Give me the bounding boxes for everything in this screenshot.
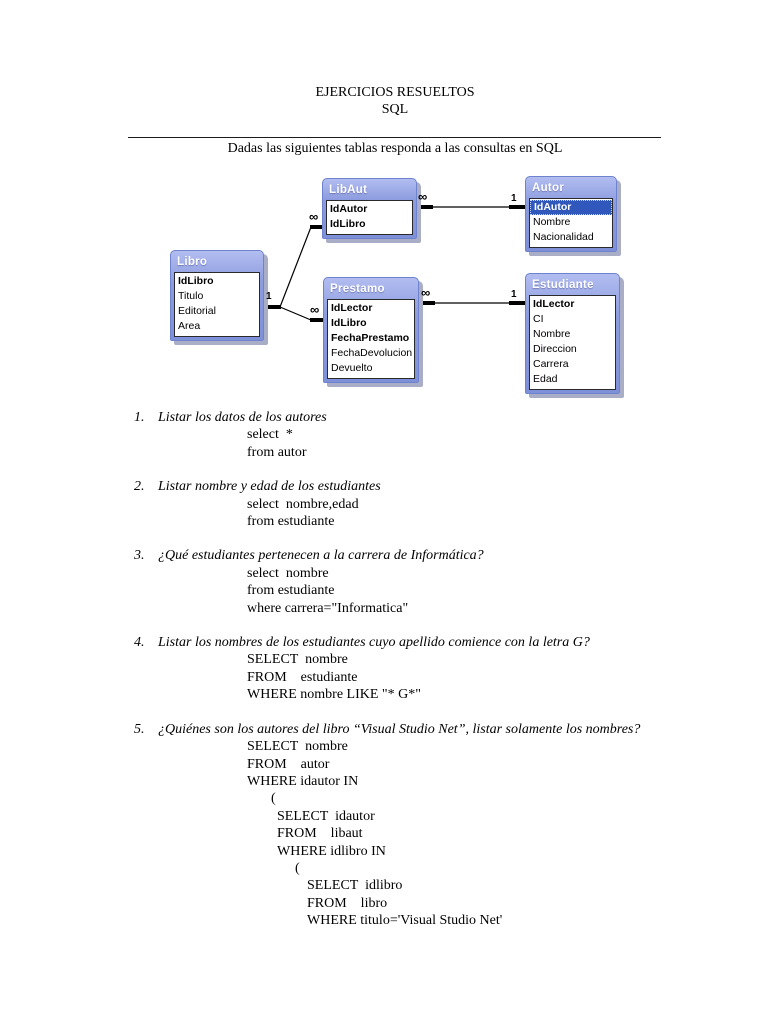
exercise-question: ¿Quiénes son los autores del libro “Visu… <box>158 721 641 737</box>
field-titulo: Titulo <box>178 290 204 302</box>
sql-line: WHERE idlibro IN <box>277 843 386 859</box>
sql-line: WHERE idautor IN <box>247 773 359 789</box>
exercise-item: 5. ¿Quiénes son los autores del libro “Vi… <box>134 721 694 930</box>
field-idlibro: IdLibro <box>330 218 366 230</box>
table-libro-title: Libro <box>177 256 208 268</box>
sql-line: where carrera="Informatica" <box>247 600 409 616</box>
sql-line: FROM libro <box>307 895 388 911</box>
field-fechadevolucion: FechaDevolucion <box>331 347 413 359</box>
sql-line: FROM autor <box>247 756 330 772</box>
exercise-question-row: 3. ¿Qué estudiantes pertenecen a la carre… <box>134 547 694 564</box>
cardinality-many-label: ∞ <box>418 189 428 204</box>
field-idautor: IdAutor <box>330 203 368 215</box>
field-editorial: Editorial <box>178 305 216 317</box>
sql-answer: select nombre,edad from estudiante <box>247 496 694 531</box>
exercise-question-row: 4. Listar los nombres de los estudiantes … <box>134 634 694 651</box>
exercise-question: ¿Qué estudiantes pertenecen a la carrera… <box>158 548 484 564</box>
sql-line: ( <box>295 860 300 876</box>
cardinality-many-label: ∞ <box>310 302 320 317</box>
page-subtitle: Dadas las siguientes tablas responda a l… <box>227 141 563 156</box>
sql-line: SELECT idlibro <box>307 878 403 894</box>
sql-line: select nombre,edad <box>247 496 359 512</box>
table-prestamo-title: Prestamo <box>330 283 385 295</box>
page-title-sql: SQL <box>381 102 409 117</box>
exercise-number: 1. <box>134 410 145 425</box>
exercise-question-row: 5. ¿Quiénes son los autores del libro “Vi… <box>134 721 694 738</box>
field-direccion: Direccion <box>533 343 577 355</box>
field-idlector: IdLector <box>533 298 575 310</box>
field-idlibro: IdLibro <box>178 275 214 287</box>
exercise-item: 4. Listar los nombres de los estudiantes … <box>134 634 694 704</box>
exercise-number: 5. <box>134 721 145 737</box>
page-title: EJERCICIOS RESUELTOS <box>315 85 475 100</box>
sql-line: WHERE titulo='Visual Studio Net' <box>307 913 503 929</box>
sql-line: select nombre <box>247 565 329 581</box>
exercise-question-row: 2. Listar nombre y edad de los estudiante… <box>134 478 694 495</box>
exercise-number: 4. <box>134 635 145 651</box>
field-edad: Edad <box>533 373 558 385</box>
exercise-question: Listar los nombres de los estudiantes cu… <box>158 635 590 651</box>
exercise-number: 3. <box>134 548 145 564</box>
sql-line: SELECT idautor <box>277 808 375 824</box>
sql-line: WHERE nombre LIKE "* G*" <box>247 687 421 703</box>
field-devuelto: Devuelto <box>331 362 373 374</box>
sql-line: ( <box>271 791 276 807</box>
table-estudiante-title: Estudiante <box>532 279 594 291</box>
exercise-item: 3. ¿Qué estudiantes pertenecen a la carre… <box>134 547 694 617</box>
exercise-question-row: 1. Listar los datos de los autores <box>134 409 694 426</box>
connector-line <box>279 306 312 321</box>
field-fechaprestamo: FechaPrestamo <box>331 332 410 344</box>
connector-line <box>279 226 312 308</box>
field-carrera: Carrera <box>533 358 569 370</box>
field-area: Area <box>178 320 201 332</box>
sql-line: select * <box>247 427 293 443</box>
field-nacionalidad: Nacionalidad <box>533 231 594 243</box>
sql-line: SELECT nombre <box>247 739 348 755</box>
sql-line: from estudiante <box>247 583 335 599</box>
exercise-question: Listar nombre y edad de los estudiantes <box>158 479 381 495</box>
title-divider <box>128 137 661 138</box>
exercise-item: 2. Listar nombre y edad de los estudiante… <box>134 478 694 530</box>
field-nombre: Nombre <box>533 216 571 228</box>
cardinality-many-label: ∞ <box>309 209 319 224</box>
exercise-question: Listar los datos de los autores <box>158 410 327 425</box>
relationship-lines <box>264 205 525 322</box>
cardinality-many-label: ∞ <box>421 285 431 300</box>
field-idautor: IdAutor <box>530 200 612 215</box>
cardinality-one-label: 1 <box>266 291 272 302</box>
table-libaut-title: LibAut <box>329 184 368 196</box>
field-ci: CI <box>533 313 544 325</box>
sql-line: from estudiante <box>247 514 335 530</box>
cardinality-one-label: 1 <box>511 193 517 204</box>
exercise-number: 2. <box>134 479 145 495</box>
sql-line: from autor <box>247 444 307 460</box>
sql-line: FROM libaut <box>277 826 363 842</box>
sql-answer: select *from autor <box>247 426 694 461</box>
field-idlector: IdLector <box>331 302 373 314</box>
page-title-block: EJERCICIOS RESUELTOS SQL <box>128 84 662 118</box>
field-nombre: Nombre <box>533 328 571 340</box>
table-autor-title: Autor <box>532 182 565 194</box>
sql-line: SELECT nombre <box>247 652 348 668</box>
sql-line: FROM estudiante <box>247 669 358 685</box>
field-idlibro: IdLibro <box>331 317 367 329</box>
cardinality-one-label: 1 <box>511 289 517 300</box>
